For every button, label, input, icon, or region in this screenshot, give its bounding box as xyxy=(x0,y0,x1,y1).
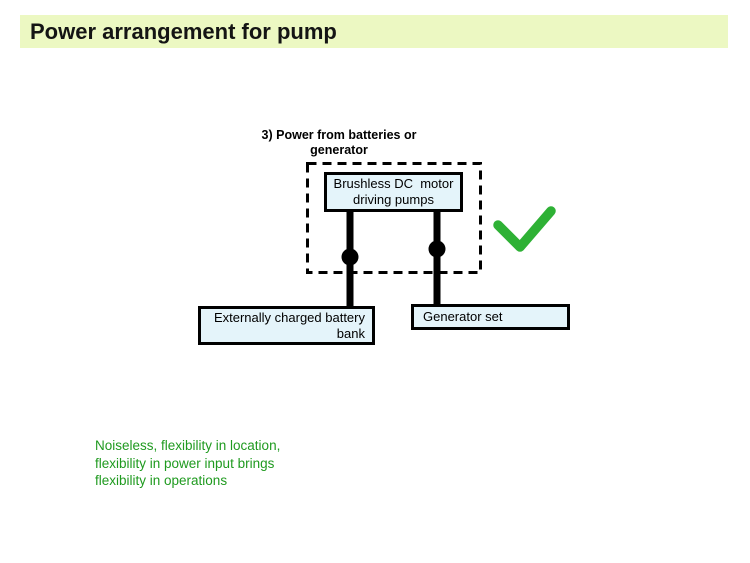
motor-box: Brushless DC motor driving pumps xyxy=(324,172,463,212)
battery-box: Externally charged battery bank xyxy=(198,306,375,345)
diagram-caption: 3) Power from batteries or generator xyxy=(261,128,417,157)
generator-box: Generator set xyxy=(411,304,570,330)
checkmark-icon xyxy=(492,204,558,258)
slide-title-bar: Power arrangement for pump xyxy=(20,15,728,48)
junction-dot-left xyxy=(341,248,359,266)
slide-title: Power arrangement for pump xyxy=(30,18,337,44)
junction-dot-right xyxy=(428,240,446,258)
note-text: Noiseless, flexibility in location, flex… xyxy=(95,438,281,488)
